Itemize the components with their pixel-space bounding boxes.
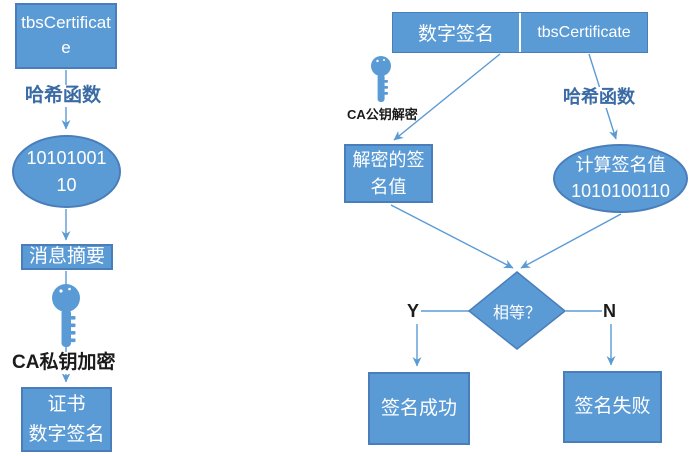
digital-signature-cell: 数字签名	[417, 24, 494, 45]
hash-function-label: 哈希函数	[23, 85, 104, 107]
hash-function-label-right: 哈希函数	[561, 87, 637, 108]
public-key-icon	[371, 56, 391, 102]
message-digest-box: 消息摘要	[21, 244, 113, 270]
cert-signature-box: 证书 数字签名	[21, 387, 112, 452]
signature-success-box: 签名成功	[368, 372, 470, 445]
equal-decision-diamond	[467, 271, 567, 350]
private-key-icon	[52, 284, 80, 347]
branch-yes-label: Y	[407, 301, 420, 321]
branch-no-label: N	[603, 301, 616, 321]
tbs-certificate-cell: tbsCertificate	[519, 13, 647, 52]
public-key-decrypt-label: CA公钥解密	[347, 107, 418, 122]
signature-fail-box: 签名失败	[563, 371, 662, 443]
decrypted-signature-box: 解密的签名值	[344, 144, 433, 203]
digest-value-ellipse: 1010100110	[12, 135, 121, 208]
signed-cert-header: 数字签名 tbsCertificate	[392, 12, 648, 53]
private-key-encrypt-label: CA私钥加密	[12, 352, 116, 374]
tbs-certificate-box: tbsCertificate	[15, 3, 117, 69]
computed-signature-ellipse: 计算签名值 1010100110	[553, 144, 688, 213]
decision-label: 相等？	[492, 304, 541, 322]
